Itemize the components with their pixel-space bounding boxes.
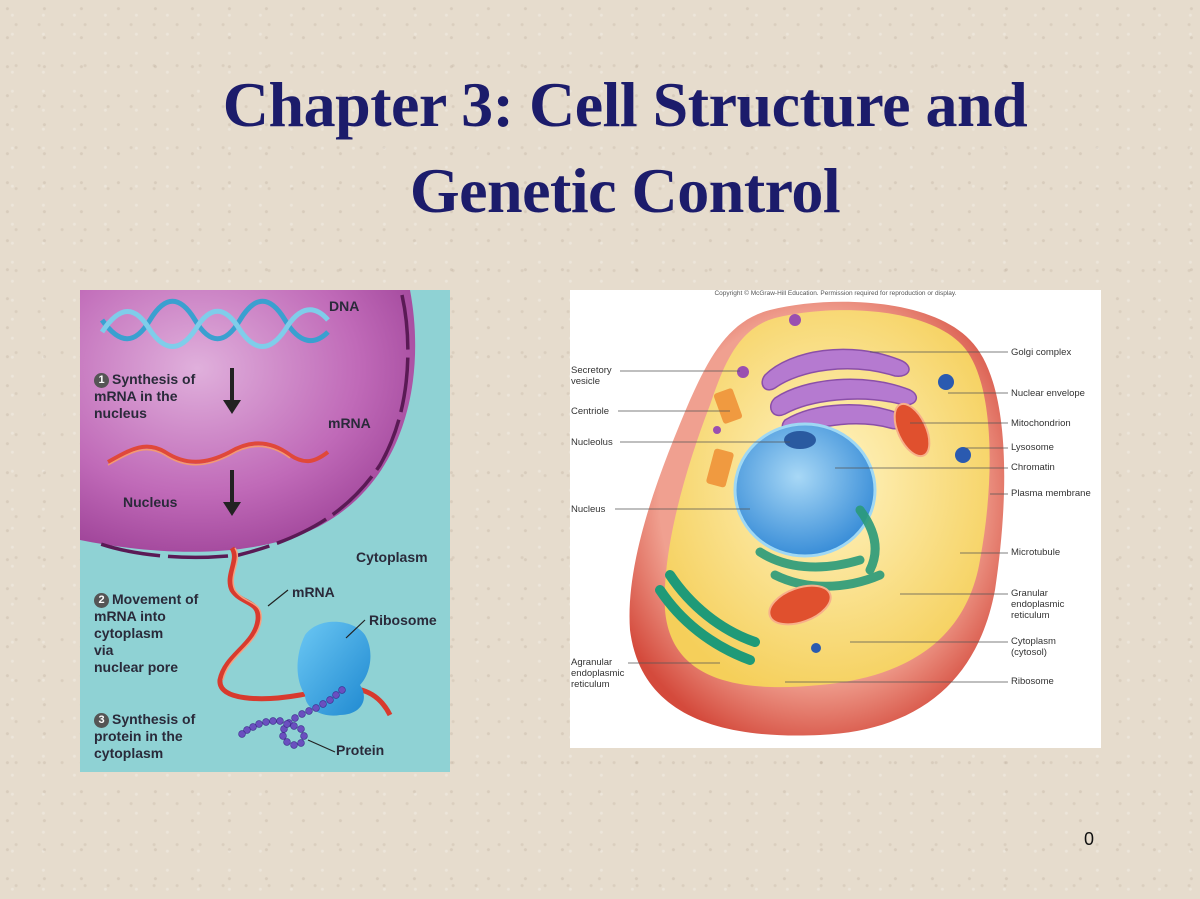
arrow-down-2: [223, 470, 241, 516]
label-mrna-cytoplasm: mRNA: [292, 584, 335, 600]
animal-cell-illustration: [615, 301, 1008, 736]
dna-helix: [99, 298, 330, 349]
secretory-vesicle: [737, 366, 749, 378]
step-2-badge: 2: [94, 593, 109, 608]
label-mitochondrion: Mitochondrion: [1011, 418, 1071, 429]
label-cytoplasm-cytosol: Cytoplasm(cytosol): [1011, 636, 1056, 658]
golgi-complex: [761, 348, 918, 438]
arrow-down-1: [223, 368, 241, 414]
label-ribosome: Ribosome: [369, 612, 437, 628]
label-plasma-membrane: Plasma membrane: [1011, 488, 1091, 499]
label-protein: Protein: [336, 742, 385, 758]
granular-er: [755, 505, 885, 591]
agranular-er: [655, 570, 760, 665]
centriole-upper: [713, 388, 743, 424]
label-leader-lines: [615, 351, 1008, 683]
mitochondrion-lower: [768, 584, 832, 626]
label-mrna-nucleus: mRNA: [328, 415, 371, 431]
label-centriole: Centriole: [571, 406, 610, 417]
lysosome: [955, 447, 971, 463]
protein-chain: [238, 686, 346, 749]
step-3-badge: 3: [94, 713, 109, 728]
nucleolus: [784, 431, 816, 449]
centriole-lower: [706, 448, 734, 488]
label-microtubule: Microtubule: [1011, 547, 1061, 558]
step-1-badge: 1: [94, 373, 109, 388]
label-dna: DNA: [329, 298, 360, 314]
title-line-1: Chapter 3: Cell Structure and: [222, 69, 1028, 140]
page-number: 0: [1084, 829, 1095, 849]
copyright-notice: Copyright © McGraw-Hill Education. Permi…: [714, 290, 957, 297]
gene-expression-figure: DNA mRNA Nucleus Cytoplasm mRNA Ribosome…: [80, 290, 450, 772]
label-nucleus: Nucleus: [123, 494, 178, 510]
mrna-strand-nucleus: [107, 441, 330, 464]
gene-expression-illustration: [80, 290, 416, 753]
label-nuclear-envelope: Nuclear envelope: [1011, 388, 1085, 399]
label-nucleolus: Nucleolus: [571, 437, 613, 448]
label-chromatin: Chromatin: [1011, 462, 1055, 473]
label-ribosome-cell: Ribosome: [1011, 676, 1054, 687]
label-nucleus-cell: Nucleus: [571, 504, 606, 515]
label-lysosome: Lysosome: [1011, 442, 1054, 453]
animal-cell-figure: Copyright © McGraw-Hill Education. Permi…: [570, 290, 1101, 748]
slide-title: Chapter 3: Cell Structure and Genetic Co…: [0, 62, 1200, 234]
label-golgi-complex: Golgi complex: [1011, 347, 1072, 358]
nucleus-shape: [80, 290, 416, 552]
ribosome-shape: [297, 621, 371, 716]
mitochondrion-upper: [893, 402, 931, 458]
title-line-2: Genetic Control: [409, 155, 841, 226]
label-cytoplasm: Cytoplasm: [356, 549, 428, 565]
nucleus-region: [733, 422, 877, 558]
